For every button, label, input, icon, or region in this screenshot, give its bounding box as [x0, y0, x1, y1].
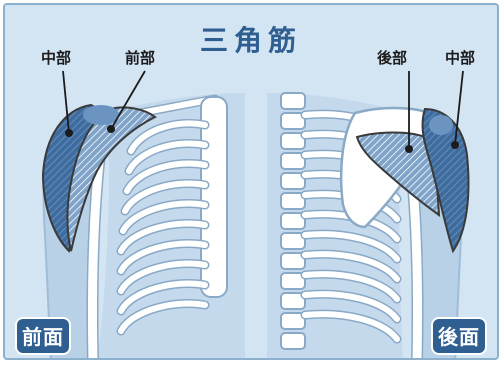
label-front-middle: 中部 [41, 47, 71, 68]
badge-back-view: 後面 [431, 317, 487, 355]
label-back-middle: 中部 [445, 47, 475, 68]
label-front-anterior: 前部 [125, 47, 155, 68]
diagram-title: 三角筋 [5, 19, 497, 59]
badge-front-view: 前面 [15, 317, 71, 355]
vertebra [281, 93, 305, 109]
label-back-posterior: 後部 [377, 47, 407, 68]
diagram-frame: 三角筋 中部 前部 後部 中部 前面 後面 [3, 3, 499, 360]
front-figure [43, 93, 245, 360]
vertebra [281, 333, 305, 349]
